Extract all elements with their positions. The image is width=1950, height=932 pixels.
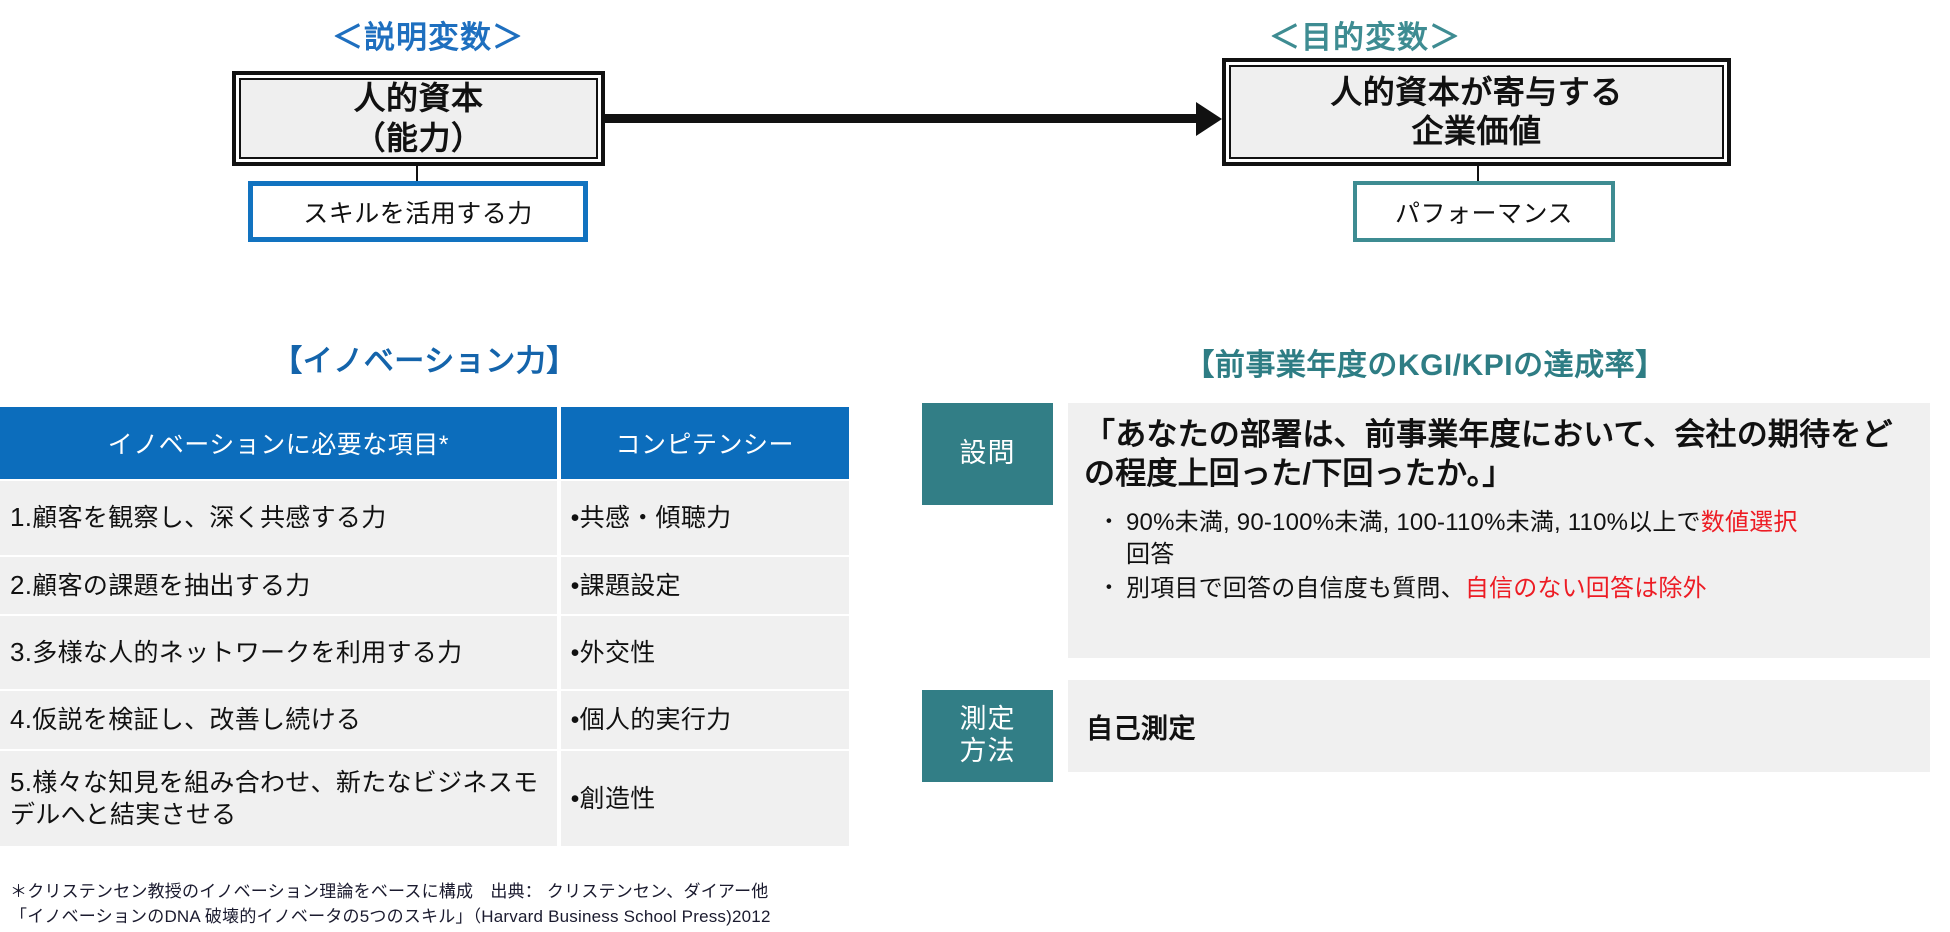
method-text: 自己測定 [1086, 713, 1196, 744]
question-text: 「あなたの部署は、前事業年度において、会社の期待をどの程度上回った/下回ったか。… [1084, 417, 1893, 492]
bullet-marker: ・ [1097, 509, 1121, 535]
human-capital-box: 人的資本（能力） [232, 71, 605, 166]
innovation-section-title: 【イノベーション力】 [272, 345, 577, 378]
row-number: 2. [10, 569, 33, 600]
bullet-part: 90%未満, 90-100%未満, 100-110%未満, 110%以上で [1126, 509, 1701, 537]
question-bullets: ・ 90%未満, 90-100%未満, 100-110%未満, 110%以上で数… [1068, 493, 1930, 605]
table-cell-competency: •個人的実行力 [556, 691, 849, 749]
bullet-part: 別項目で回答の自信度も質問、 [1126, 575, 1465, 603]
kgi-kpi-section-title: 【前事業年度のKGI/KPIの達成率】 [1184, 349, 1666, 382]
bullet-text: 別項目で回答の自信度も質問、自信のない回答は除外 [1126, 573, 1912, 605]
question-tag: 設問 [922, 403, 1053, 505]
table-cell-item: 3.多様な人的ネットワークを利用する力 [0, 616, 557, 689]
explanatory-variable-label: ＜説明変数＞ [332, 20, 524, 55]
skill-utilization-box: スキルを活用する力 [248, 181, 588, 242]
bullet-part-highlight: 自信のない回答は除外 [1464, 575, 1707, 603]
table-row: 3.多様な人的ネットワークを利用する力 •外交性 [0, 616, 849, 689]
bullet-text: 90%未満, 90-100%未満, 100-110%未満, 110%以上で数値選… [1126, 507, 1912, 571]
footnote-line-2: 「イノベーションのDNA 破壊的イノベータの5つのスキル」（Harvard Bu… [10, 906, 771, 926]
table-cell-item: 4.仮説を検証し、改善し続ける [0, 691, 557, 749]
bullet-marker: ・ [1097, 575, 1121, 601]
row-number: 3. [10, 636, 33, 667]
table-header-row: イノベーションに必要な項目* コンピテンシー [0, 407, 849, 479]
bullet-item: ・ 別項目で回答の自信度も質問、自信のない回答は除外 [1092, 573, 1912, 605]
row-number: 4. [10, 704, 33, 735]
table-cell-competency: •共感・傾聴力 [556, 481, 849, 555]
method-panel: 自己測定 [1068, 680, 1930, 772]
table-row: 5.様々な知見を組み合わせ、新たなビジネスモデルへと結実させる •創造性 [0, 751, 849, 846]
performance-box: パフォーマンス [1353, 181, 1615, 242]
table-cell-competency: •外交性 [556, 616, 849, 689]
row-item-text: 顧客を観察し、深く共感する力 [32, 504, 387, 533]
relationship-arrow-head [1196, 102, 1222, 136]
row-number: 1. [10, 502, 33, 533]
table-cell-item: 2.顧客の課題を抽出する力 [0, 557, 557, 614]
question-tag-label: 設問 [959, 438, 1016, 469]
human-capital-box-label: 人的資本（能力） [239, 78, 598, 159]
table-cell-competency: •創造性 [556, 751, 849, 846]
table-row: 1.顧客を観察し、深く共感する力 •共感・傾聴力 [0, 481, 849, 555]
innovation-table-wrap: イノベーションに必要な項目* コンピテンシー 1.顧客を観察し、深く共感する力 … [0, 405, 849, 848]
method-tag: 測定方法 [922, 690, 1053, 782]
table-row: 4.仮説を検証し、改善し続ける •個人的実行力 [0, 691, 849, 749]
table-header-competency: コンピテンシー [556, 407, 849, 479]
bullet-part: 回答 [1126, 541, 1175, 569]
innovation-table: イノベーションに必要な項目* コンピテンシー 1.顧客を観察し、深く共感する力 … [0, 405, 849, 848]
performance-label: パフォーマンス [1394, 199, 1573, 228]
row-item-text: 仮説を検証し、改善し続ける [32, 706, 362, 735]
row-item-text: 様々な知見を組み合わせ、新たなビジネスモデルへと結実させる [10, 768, 539, 830]
bullet-item: ・ 90%未満, 90-100%未満, 100-110%未満, 110%以上で数… [1092, 507, 1912, 571]
row-item-text: 顧客の課題を抽出する力 [32, 571, 311, 600]
table-cell-item: 5.様々な知見を組み合わせ、新たなビジネスモデルへと結実させる [0, 751, 557, 846]
table-row: 2.顧客の課題を抽出する力 •課題設定 [0, 557, 849, 614]
row-item-text: 多様な人的ネットワークを利用する力 [32, 638, 463, 667]
enterprise-value-box: 人的資本が寄与する企業価値 [1222, 58, 1731, 166]
objective-variable-label: ＜目的変数＞ [1269, 20, 1461, 55]
enterprise-value-box-label: 人的資本が寄与する企業価値 [1229, 65, 1724, 159]
row-number: 5. [10, 766, 33, 797]
footnote-line-1: ＊クリステンセン教授のイノベーション理論をベースに構成 出典： クリステンセン、… [10, 882, 769, 901]
method-tag-label: 測定方法 [959, 704, 1016, 766]
table-header-item: イノベーションに必要な項目* [0, 407, 557, 479]
relationship-arrow-shaft [605, 114, 1201, 123]
bullet-part-highlight: 数値選択 [1700, 509, 1798, 537]
footnote: ＊クリステンセン教授のイノベーション理論をベースに構成 出典： クリステンセン、… [10, 880, 771, 929]
innovation-table-body: 1.顧客を観察し、深く共感する力 •共感・傾聴力 2.顧客の課題を抽出する力 •… [0, 481, 849, 846]
table-cell-competency: •課題設定 [556, 557, 849, 614]
skill-utilization-label: スキルを活用する力 [303, 199, 533, 228]
table-cell-item: 1.顧客を観察し、深く共感する力 [0, 481, 557, 555]
question-panel: 「あなたの部署は、前事業年度において、会社の期待をどの程度上回った/下回ったか。… [1068, 403, 1930, 658]
